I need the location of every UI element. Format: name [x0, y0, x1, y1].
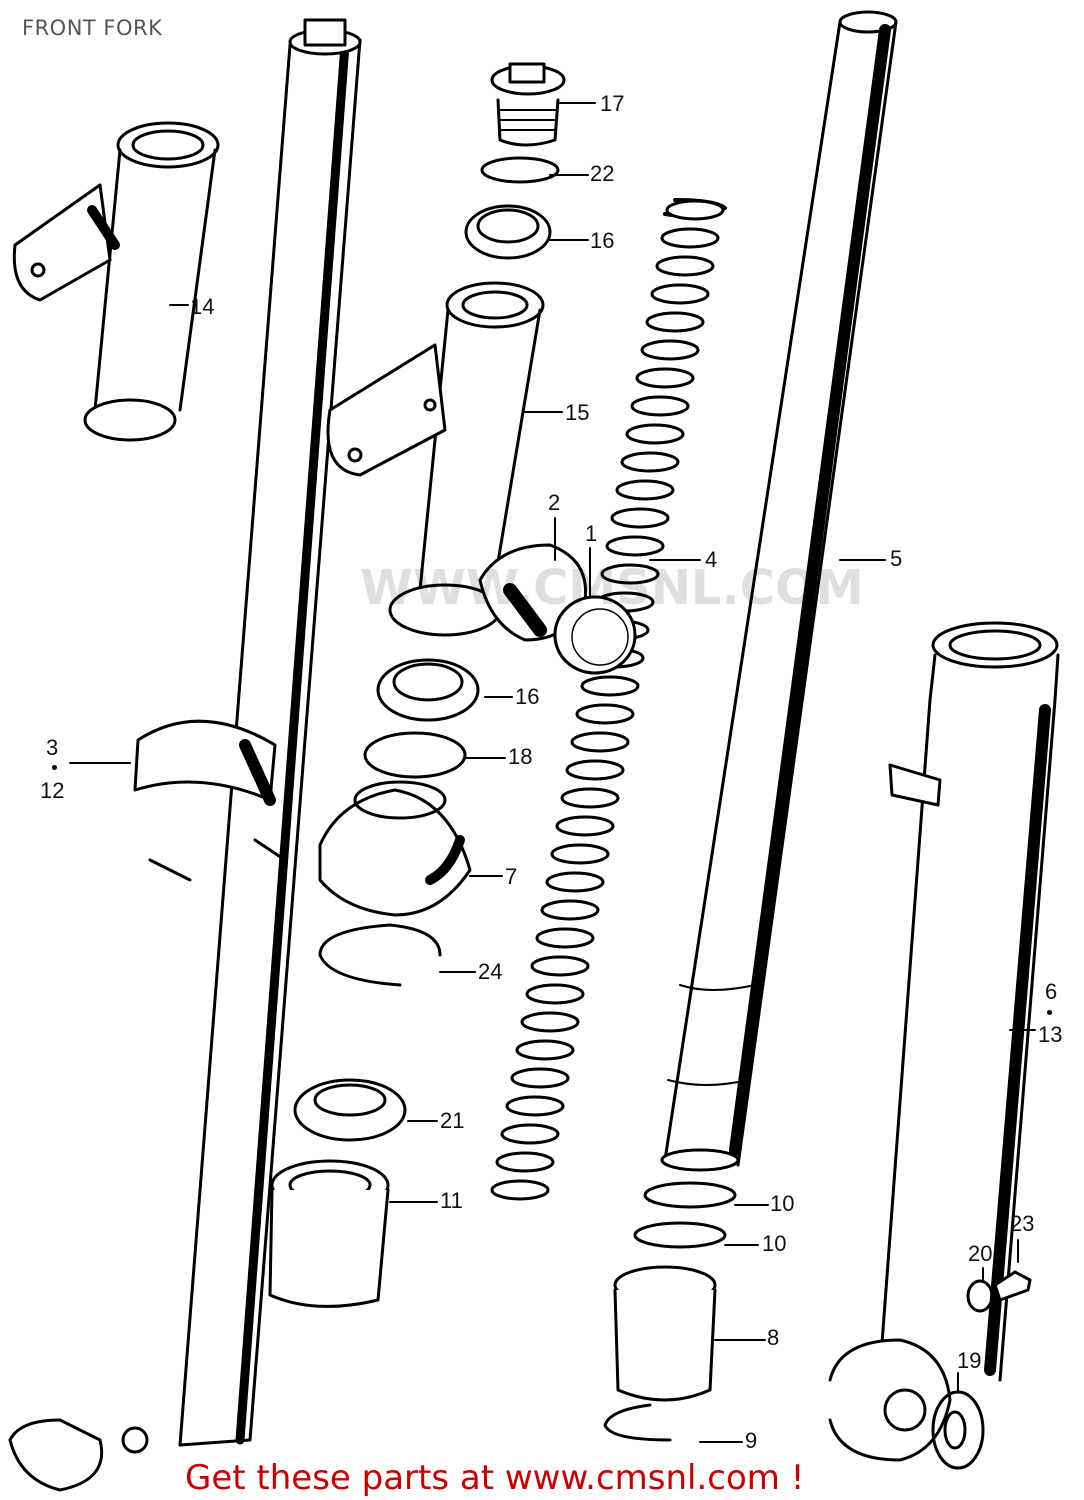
steering-bearing-top: [464, 204, 552, 260]
callout-21: 21: [440, 1108, 465, 1133]
slider-bushing: [613, 1265, 717, 1402]
right-inner-tube: [660, 10, 898, 1172]
callout-1: 1: [585, 521, 598, 546]
callout-10a: 10: [770, 1191, 795, 1216]
cmsnl-promo-link[interactable]: Get these parts at www.cmsnl.com !: [185, 1458, 805, 1498]
callout-17: 17: [600, 91, 625, 116]
callout-9: 9: [745, 1428, 758, 1453]
sealing-washer: [966, 1279, 994, 1313]
piston-ring-upper: [643, 1181, 737, 1209]
snap-ring: [603, 1403, 672, 1442]
bearing-cover-cap: [318, 780, 472, 917]
callout-11: 11: [440, 1188, 463, 1213]
steering-bearing-bottom: [376, 658, 480, 722]
callout-24: 24: [478, 959, 503, 984]
callout-23: 23: [1010, 1211, 1035, 1236]
dust-seal-ring: [363, 731, 467, 779]
callout-7: 7: [505, 864, 518, 889]
fork-top-bridge: [12, 121, 220, 442]
callout-6_13_bottom: 13: [1038, 1022, 1063, 1047]
callout-16a: 16: [590, 228, 615, 253]
circlip: [318, 923, 442, 987]
callout-6_13_top: 6: [1045, 979, 1058, 1004]
callout-15: 15: [565, 400, 590, 425]
fork-cap-bolt: [490, 62, 566, 147]
cmsnl-watermark: WWW.CMSNL.COM: [360, 560, 864, 616]
left-fork-tube: [8, 18, 362, 1492]
diagram-title: FRONT FORK: [22, 16, 163, 40]
callout-dot: [52, 765, 57, 770]
callout-14: 14: [190, 294, 215, 319]
piston-ring-lower: [633, 1221, 727, 1249]
right-outer-slider: [828, 621, 1060, 1462]
callout-dot: [1047, 1010, 1052, 1015]
callout-22: 22: [590, 161, 615, 186]
callout-16b: 16: [515, 684, 540, 709]
drain-bolt: [993, 1270, 1032, 1302]
watermark-text: WWW.CMSNL.COM: [360, 560, 864, 616]
callout-19: 19: [957, 1348, 982, 1373]
fork-bottom-bridge: [326, 281, 545, 637]
o-ring: [480, 156, 560, 184]
callout-2: 2: [548, 490, 561, 515]
callout-8: 8: [767, 1325, 780, 1350]
callout-10b: 10: [762, 1231, 787, 1256]
callout-18: 18: [508, 744, 533, 769]
fork-bushing: [268, 1159, 390, 1308]
callout-3_12_bottom: 12: [40, 778, 65, 803]
callout-4: 4: [705, 547, 718, 572]
oil-seal: [293, 1078, 407, 1142]
callout-3_12_top: 3: [46, 735, 59, 760]
callout-20: 20: [968, 1241, 993, 1266]
callout-5: 5: [890, 546, 903, 571]
